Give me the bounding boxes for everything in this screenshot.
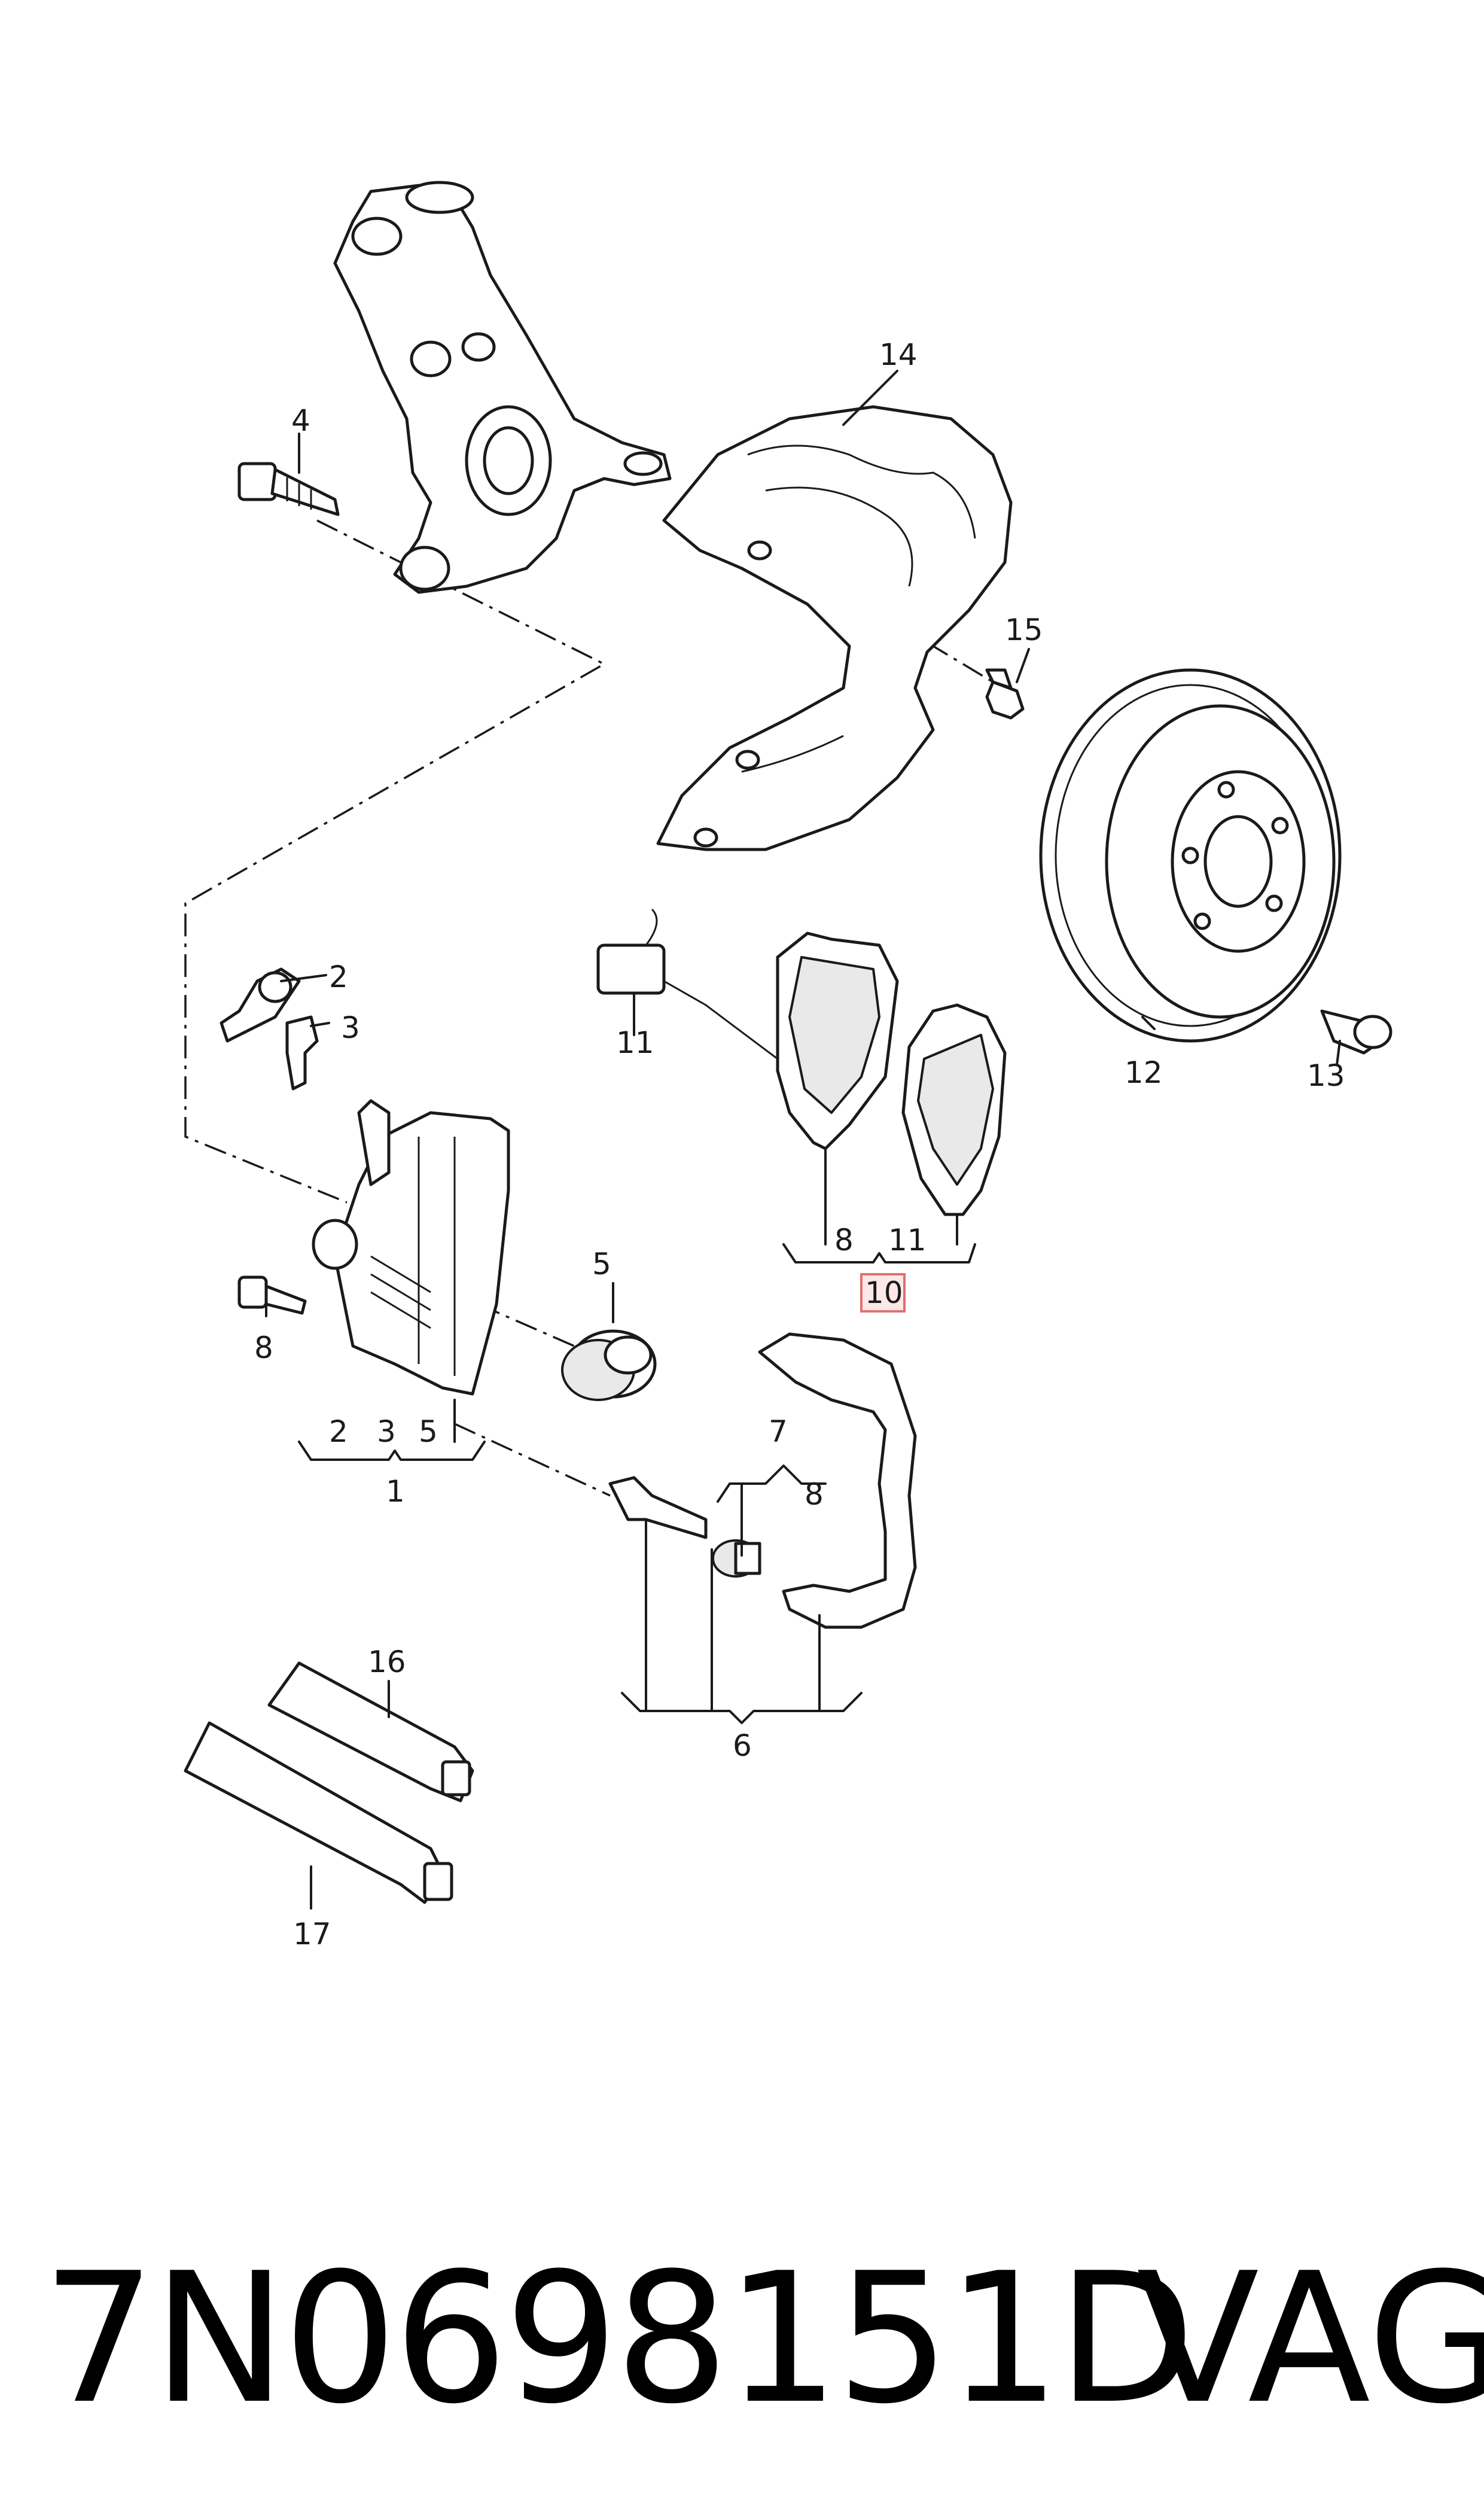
footer: 7N0698151D VAG <box>0 2225 1484 2465</box>
wear-sensor <box>596 908 778 1060</box>
grease-tube-17 <box>184 1721 453 1904</box>
callout-3-top: 3 <box>341 1010 360 1045</box>
callout-2-group: 2 <box>329 1414 348 1449</box>
brand-label: VAG <box>1136 2234 1484 2443</box>
brake-disc <box>1039 668 1342 1043</box>
callout-14: 14 <box>879 337 918 372</box>
brake-caliper <box>312 1099 510 1396</box>
brake-pad-inner <box>901 1003 1007 1216</box>
callout-17: 17 <box>293 1917 331 1951</box>
callout-15: 15 <box>1005 613 1043 647</box>
callout-1: 1 <box>386 1474 405 1509</box>
callout-labels: 14 4 15 2 3 11 12 13 5 8 11 10 8 2 3 5 1… <box>254 337 1345 1951</box>
callout-10: 10 <box>865 1275 903 1310</box>
brake-pad-outer <box>776 931 899 1150</box>
bolt-15 <box>985 668 1025 720</box>
callout-11-sensor: 11 <box>616 1025 654 1060</box>
callout-3-group: 3 <box>377 1414 396 1449</box>
bolt-8 <box>237 1275 307 1315</box>
screw-13 <box>1320 1009 1392 1055</box>
callout-16: 16 <box>368 1645 406 1679</box>
steering-knuckle <box>333 181 672 594</box>
bleeder-screw-3 <box>285 1015 319 1091</box>
callout-7: 7 <box>769 1414 788 1449</box>
callout-8-bolt: 8 <box>254 1330 273 1365</box>
callout-5-group: 5 <box>419 1414 438 1449</box>
callout-11-pad: 11 <box>888 1223 927 1258</box>
callout-12: 12 <box>1125 1055 1163 1090</box>
callout-5-cap: 5 <box>592 1247 611 1281</box>
callout-2-top: 2 <box>329 960 348 994</box>
part-number: 7N0698151D <box>42 2234 1195 2443</box>
callout-10-highlight <box>860 1273 906 1313</box>
splash-shield <box>656 405 1013 851</box>
callout-8-pad: 8 <box>834 1223 854 1258</box>
callout-8-group: 8 <box>805 1477 824 1512</box>
callout-6: 6 <box>733 1728 752 1763</box>
grease-tube-16 <box>267 1661 474 1803</box>
callout-13: 13 <box>1307 1058 1345 1093</box>
bolt-4 <box>237 462 340 516</box>
callout-4: 4 <box>291 403 310 438</box>
leader-lines <box>265 370 1341 1910</box>
caliper-carrier <box>608 1332 917 1629</box>
dust-cap-5 <box>561 1329 657 1401</box>
